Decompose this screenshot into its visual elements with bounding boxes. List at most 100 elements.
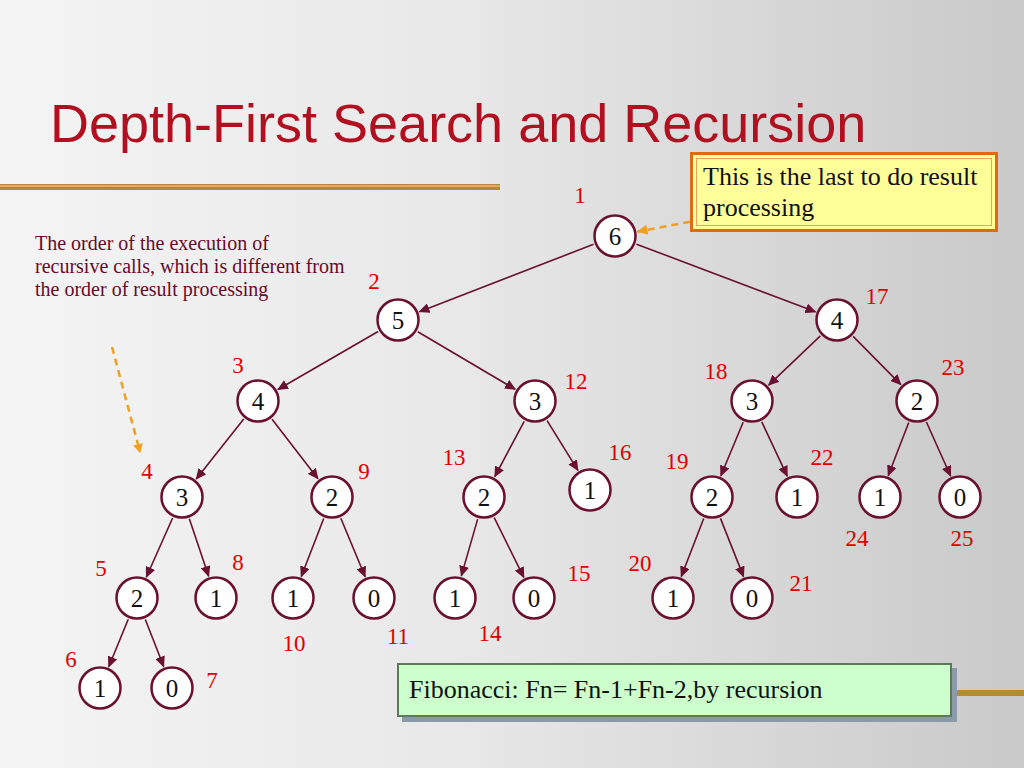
call-arrow xyxy=(637,244,816,312)
call-arrow xyxy=(189,519,208,576)
call-arrow xyxy=(418,332,515,390)
call-node: 1 xyxy=(271,576,315,620)
node-text: 6 xyxy=(609,224,622,249)
callout-number: 10 xyxy=(283,632,306,655)
call-node: 3 xyxy=(160,475,204,519)
call-arrow xyxy=(109,619,129,666)
call-arrow xyxy=(301,518,323,576)
node-text: 0 xyxy=(746,586,759,611)
call-node: 0 xyxy=(150,666,194,710)
call-arrow xyxy=(494,518,524,578)
call-arrow xyxy=(853,336,901,384)
node-text: 1 xyxy=(874,485,887,510)
node-text: 5 xyxy=(392,308,405,333)
node-text: 2 xyxy=(706,485,719,510)
call-node: 1 xyxy=(775,475,819,519)
node-text: 2 xyxy=(131,586,144,611)
call-node: 0 xyxy=(730,576,774,620)
callout-number: 14 xyxy=(479,622,502,645)
call-node: 1 xyxy=(433,576,477,620)
callout-number: 15 xyxy=(568,562,591,585)
node-text: 3 xyxy=(529,389,542,414)
call-arrow xyxy=(762,422,787,476)
node-text: 3 xyxy=(176,485,189,510)
callout-number: 2 xyxy=(368,270,380,293)
callout-box: This is the last to do result processing xyxy=(690,152,998,232)
callout-arrow xyxy=(638,222,690,232)
call-node: 0 xyxy=(352,576,396,620)
call-arrow xyxy=(419,244,593,311)
call-arrow xyxy=(461,519,477,576)
callout-number: 6 xyxy=(65,648,77,671)
call-arrow xyxy=(495,421,524,476)
node-text: 1 xyxy=(667,586,680,611)
node-text: 4 xyxy=(252,389,265,414)
callout-number: 21 xyxy=(790,572,813,595)
callout-number: 22 xyxy=(811,446,834,469)
node-text: 0 xyxy=(528,586,541,611)
call-arrow xyxy=(681,518,703,576)
formula-box: Fibonacci: Fn= Fn-1+Fn-2,by recursion xyxy=(397,663,952,717)
node-text: 1 xyxy=(287,586,300,611)
call-node: 2 xyxy=(115,576,159,620)
call-arrow xyxy=(926,422,950,476)
node-text: Fibonacci: Fn= Fn-1+Fn-2,by recursion xyxy=(409,675,940,705)
callout-number: 24 xyxy=(846,527,869,550)
call-arrow xyxy=(341,518,365,577)
node-text: This is the last to do result processing xyxy=(703,161,985,223)
callout-number: 1 xyxy=(574,184,586,207)
callout-number: 13 xyxy=(443,446,466,469)
call-arrow xyxy=(547,421,578,471)
callout-number: 16 xyxy=(609,441,632,464)
title-rule xyxy=(0,184,500,190)
callout-number: 4 xyxy=(141,460,153,483)
side-rule xyxy=(952,690,1024,696)
node-text: 1 xyxy=(449,586,462,611)
callout-number: 23 xyxy=(942,356,965,379)
call-arrow xyxy=(145,619,163,666)
call-arrow xyxy=(888,422,908,475)
call-node: 1 xyxy=(194,576,238,620)
call-arrow xyxy=(720,518,743,576)
callout-number: 25 xyxy=(951,527,974,550)
call-node: 0 xyxy=(938,475,982,519)
node-text: 2 xyxy=(911,389,924,414)
call-node: 2 xyxy=(462,475,506,519)
callout-number: 5 xyxy=(95,557,107,580)
callout-number: 11 xyxy=(387,625,409,648)
call-node: 2 xyxy=(310,475,354,519)
call-node: 1 xyxy=(78,666,122,710)
node-text: 1 xyxy=(791,485,804,510)
callout-number: 18 xyxy=(705,360,728,383)
slide-title: Depth-First Search and Recursion xyxy=(50,92,866,154)
node-text: 3 xyxy=(746,389,759,414)
call-node: 4 xyxy=(236,379,280,423)
callout-number: 12 xyxy=(565,370,588,393)
call-arrow xyxy=(721,422,743,476)
callout-number: 17 xyxy=(866,285,889,308)
call-node: 5 xyxy=(376,298,420,342)
call-node: 2 xyxy=(690,475,734,519)
node-text: 4 xyxy=(831,308,844,333)
side-note: The order of the execution of recursive … xyxy=(35,232,345,301)
node-text: 1 xyxy=(94,676,107,701)
call-node: 3 xyxy=(513,379,557,423)
call-arrow xyxy=(272,419,318,479)
callout-number: 20 xyxy=(629,552,652,575)
node-text: 1 xyxy=(584,478,597,503)
call-node: 1 xyxy=(568,468,612,512)
leader-line xyxy=(112,347,140,452)
title-rule-light xyxy=(0,185,500,187)
call-arrow xyxy=(196,419,243,479)
call-node: 3 xyxy=(730,379,774,423)
callout-number: 19 xyxy=(666,450,689,473)
call-arrow xyxy=(278,332,378,390)
call-node: 2 xyxy=(895,379,939,423)
call-node: 6 xyxy=(593,214,637,258)
node-text: 2 xyxy=(478,485,491,510)
callout-number: 3 xyxy=(232,354,244,377)
call-node: 1 xyxy=(651,576,695,620)
node-text: 0 xyxy=(368,586,381,611)
call-node: 4 xyxy=(815,298,859,342)
call-node: 1 xyxy=(858,475,902,519)
